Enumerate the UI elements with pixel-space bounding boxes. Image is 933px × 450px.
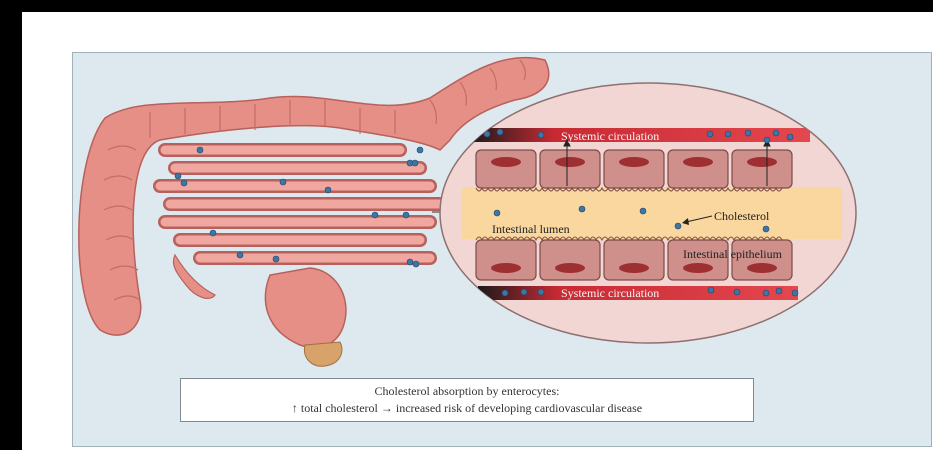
label-cholesterol: Cholesterol xyxy=(714,209,770,223)
label-intestinal-lumen: Intestinal lumen xyxy=(492,222,570,236)
label-intestinal-epithelium: Intestinal epithelium xyxy=(683,247,783,261)
caption-line-1: Cholesterol absorption by enterocytes: xyxy=(181,383,753,400)
enterocytes-top xyxy=(476,150,792,188)
rectum xyxy=(265,268,346,348)
caption-box: Cholesterol absorption by enterocytes: ↑… xyxy=(180,378,754,422)
label-systemic-circulation-top: Systemic circulation xyxy=(561,129,659,143)
anal-canal xyxy=(304,342,341,366)
label-systemic-circulation-bottom: Systemic circulation xyxy=(561,286,659,300)
small-intestine-fill xyxy=(160,150,440,258)
caption-line-2: ↑ total cholesterol → increased risk of … xyxy=(181,400,753,417)
